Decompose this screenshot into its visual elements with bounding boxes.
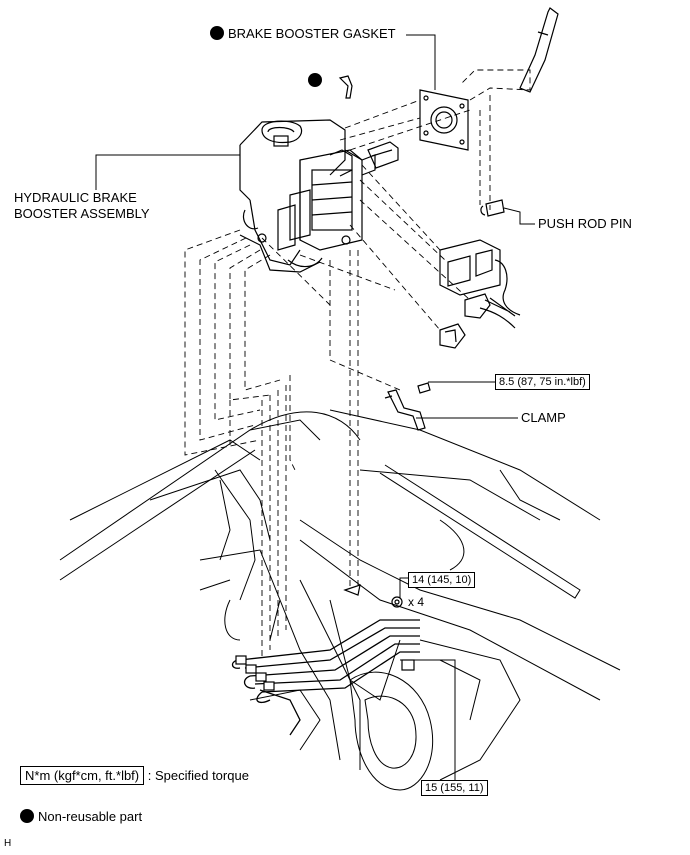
- legend-nonreusable: Non-reusable part: [20, 809, 142, 825]
- corner-mark: H: [4, 838, 12, 849]
- hydraulic-brake-booster: [239, 119, 376, 273]
- brake-booster-gasket: [419, 89, 469, 151]
- legend-torque-desc: : Specified torque: [147, 768, 249, 783]
- dashed-routing-lines: [184, 69, 531, 660]
- legend-torque: N*m (kgf*cm, ft.*lbf) : Specified torque: [20, 766, 249, 785]
- torque-clamp-bolt: 8.5 (87, 75 in.*lbf): [495, 374, 590, 390]
- legend-torque-unit: N*m (kgf*cm, ft.*lbf): [20, 766, 145, 785]
- vehicle-body-outline: [59, 409, 621, 791]
- clamp: [384, 382, 431, 431]
- booster-label-line2: BOOSTER ASSEMBLY: [14, 206, 150, 221]
- brake-pedal: [519, 7, 559, 93]
- clevis-clip: [338, 75, 353, 99]
- leader-lines: [95, 34, 535, 790]
- nonreusable-dot-icon: [210, 26, 224, 40]
- torque-lines: 15 (155, 11): [421, 780, 488, 796]
- booster-connector: [367, 141, 399, 169]
- brake-line-fittings: [235, 655, 415, 691]
- push-rod-pin: [480, 199, 505, 217]
- gasket-label-text: BRAKE BOOSTER GASKET: [228, 26, 396, 41]
- clamp-label: CLAMP: [521, 410, 566, 425]
- wire-harness-connectors: [439, 239, 521, 349]
- gasket-label: BRAKE BOOSTER GASKET: [210, 26, 396, 42]
- nuts-quantity: x 4: [408, 595, 425, 609]
- legend-nonreusable-text: Non-reusable part: [38, 809, 143, 824]
- mounting-nut: [343, 584, 403, 608]
- push-rod-pin-label: PUSH ROD PIN: [538, 216, 632, 231]
- nonreusable-dot-clip: [308, 73, 322, 87]
- torque-nuts: 14 (145, 10): [408, 572, 476, 588]
- nonreusable-dot-icon: [20, 809, 34, 823]
- booster-label-line1: HYDRAULIC BRAKE: [14, 190, 137, 205]
